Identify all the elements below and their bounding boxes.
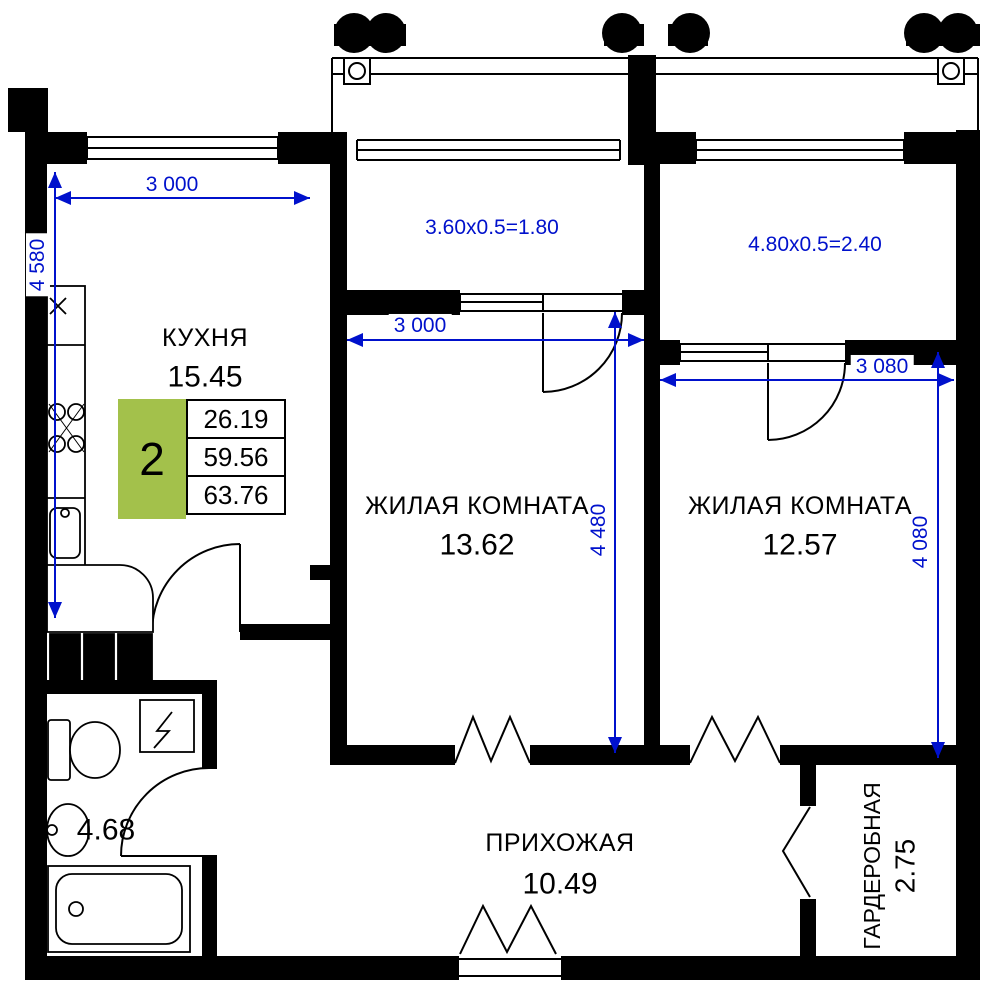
- dim-living1-width-label: 3 000: [388, 313, 452, 339]
- counter-cross-icon: [49, 297, 67, 315]
- living1-window: [459, 293, 544, 312]
- dimension-arrowheads: [48, 172, 954, 758]
- room-area-hallway: 10.49: [522, 867, 598, 901]
- dim-living2-width-label: 3 080: [850, 354, 914, 380]
- counter-return: [46, 564, 154, 633]
- living2-window: [679, 343, 769, 362]
- bathroom-fixtures: [46, 699, 195, 953]
- area-table-row: 59.56: [186, 437, 286, 477]
- room-label-living2: ЖИЛАЯ КОМНАТА: [687, 491, 913, 520]
- dim-balcony2-label: 4.80x0.5=2.40: [743, 232, 887, 258]
- kitchen-fixtures: [27, 285, 154, 685]
- dim-living2-depth-label: 4 080: [908, 510, 934, 574]
- area-table: 26.19 59.56 63.76: [186, 399, 286, 515]
- living1-door: [454, 714, 531, 764]
- room-area-kitchen: 15.45: [167, 360, 243, 394]
- apartment-rooms-badge: 2: [118, 399, 186, 519]
- balcony-ornaments-icon: [334, 13, 980, 165]
- room-area-living1: 13.62: [439, 528, 515, 562]
- balcony-column-icon: [343, 57, 965, 85]
- balcony2-glazing: [695, 136, 905, 164]
- bathroom-door: [120, 767, 217, 857]
- kitchen-window: [86, 132, 279, 164]
- balcony1-glazing: [356, 136, 621, 164]
- kitchen-door: [151, 543, 241, 633]
- room-area-wardrobe: 2.75: [889, 838, 921, 894]
- room-label-kitchen: КУХНЯ: [161, 323, 249, 352]
- area-table-row: 26.19: [186, 399, 286, 439]
- dim-balcony1-label: 3.60x0.5=1.80: [420, 215, 564, 241]
- dim-kitchen-width-label: 3 000: [140, 172, 204, 198]
- walls: [8, 88, 980, 980]
- dim-living1-depth-label: 4 480: [586, 498, 612, 562]
- balcony1-door: [542, 293, 623, 393]
- entry-door: [457, 903, 563, 980]
- kitchen-cabinets-icon: [27, 633, 153, 685]
- water-heater-icon: [139, 699, 195, 753]
- kitchen-sink-icon: [49, 507, 81, 559]
- dimension-lines: [48, 172, 954, 758]
- room-area-living2: 12.57: [762, 528, 838, 562]
- wardrobe-door: [781, 804, 816, 901]
- windows: [86, 132, 905, 362]
- balcony2-door: [767, 343, 846, 441]
- bathtub-icon: [47, 865, 191, 953]
- dim-kitchen-depth-label: 4 580: [25, 233, 51, 297]
- room-label-hallway: ПРИХОЖАЯ: [485, 828, 635, 857]
- washbasin-icon: [46, 803, 90, 857]
- room-label-wardrobe: ГАРДЕРОБНАЯ: [858, 782, 885, 950]
- rooms-count: 2: [139, 433, 165, 485]
- room-label-living1: ЖИЛАЯ КОМНАТА: [364, 491, 590, 520]
- stove-burners-icon: [48, 403, 85, 453]
- toilet-icon: [47, 719, 121, 781]
- area-table-row: 63.76: [186, 475, 286, 515]
- living2-door: [689, 714, 781, 764]
- room-area-bathroom: 4.68: [76, 813, 136, 847]
- doors: [120, 293, 846, 980]
